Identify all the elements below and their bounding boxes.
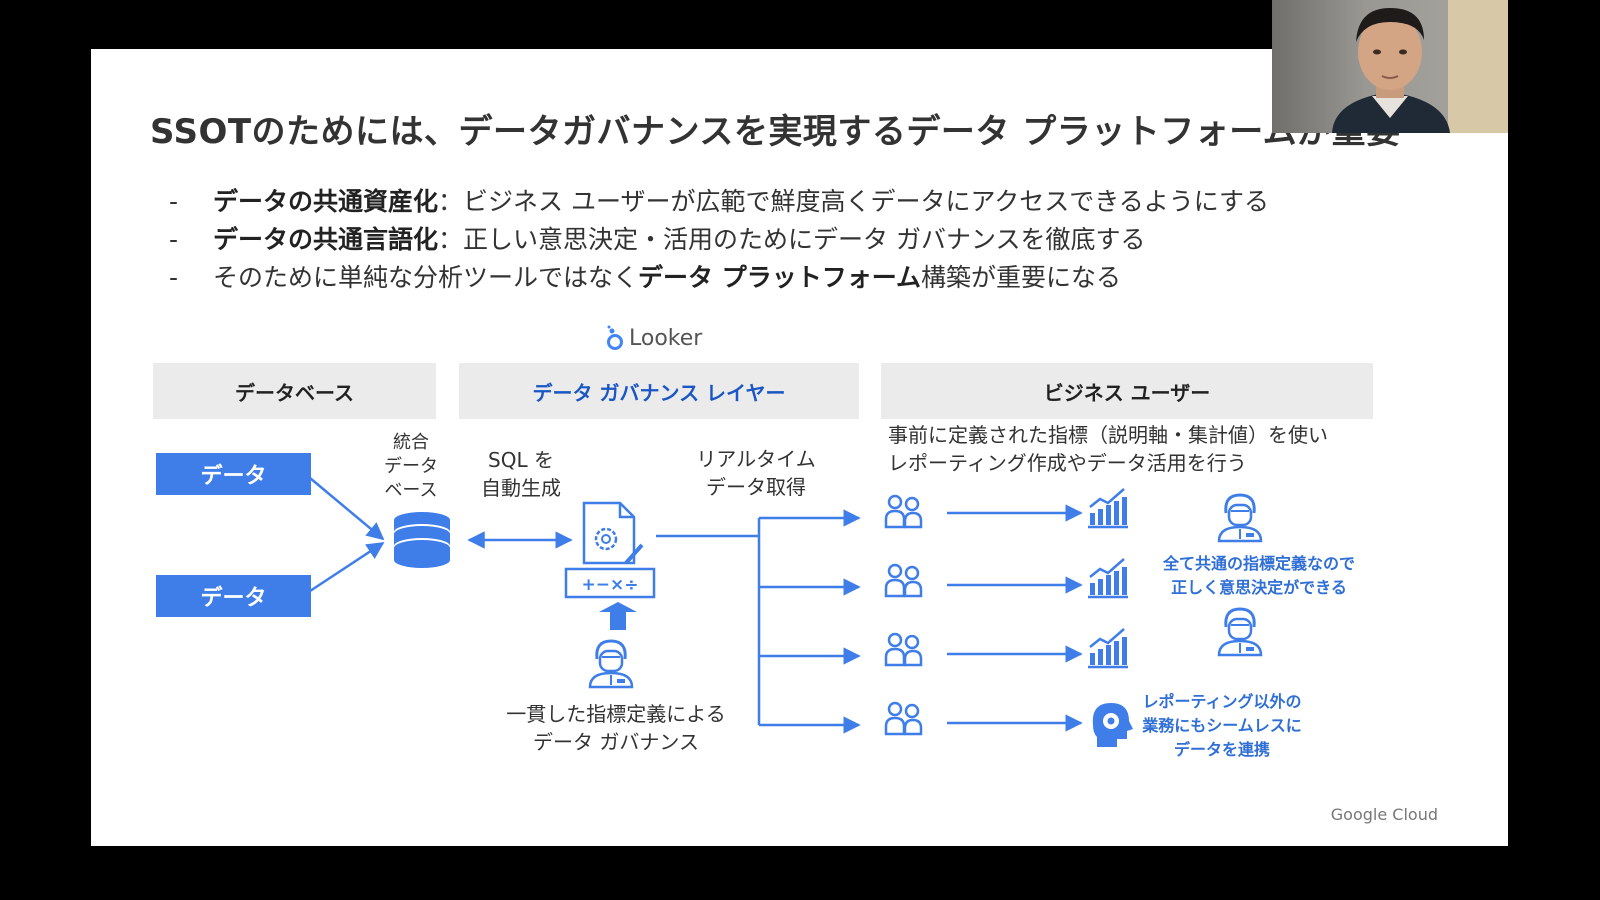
presentation-slide: SSOTのためには、データガバナンスを実現するデータ プラットフォームが重要 -… bbox=[91, 49, 1508, 846]
slide-title: SSOTのためには、データガバナンスを実現するデータ プラットフォームが重要 bbox=[150, 112, 1401, 152]
data-box: データ bbox=[156, 453, 311, 495]
data-box: データ bbox=[156, 575, 311, 617]
bullet-text: ：ビジネス ユーザーが広範で鮮度高くデータにアクセスできるようにする bbox=[438, 187, 1269, 216]
bullet-dash: - bbox=[169, 263, 179, 292]
label-line: SQL を bbox=[488, 448, 554, 472]
chart-icon bbox=[1086, 627, 1130, 669]
users-icon bbox=[884, 563, 923, 598]
label-line: ベース bbox=[384, 480, 438, 501]
document-gear-icon bbox=[582, 501, 644, 565]
looker-logo-text: Looker bbox=[629, 325, 703, 351]
person-icon bbox=[1217, 607, 1263, 657]
google-cloud-logo: Google Cloud bbox=[1330, 805, 1438, 824]
label-line: 一貫した指標定義による bbox=[506, 702, 726, 726]
chart-icon bbox=[1086, 557, 1130, 599]
governance-caption: 一貫した指標定義による データ ガバナンス bbox=[491, 700, 741, 756]
integrated-db-label: 統合 データ ベース bbox=[381, 431, 441, 503]
label-line: レポーティング作成やデータ活用を行う bbox=[888, 451, 1247, 475]
bullet-dash: - bbox=[169, 225, 179, 254]
bullet-text: ：正しい意思決定・活用のためにデータ ガバナンスを徹底する bbox=[438, 225, 1146, 254]
users-icon bbox=[884, 632, 923, 667]
label-line: 業務にもシームレスに bbox=[1142, 716, 1302, 735]
label-line: 正しく意思決定ができる bbox=[1171, 578, 1347, 597]
label-line: 事前に定義された指標（説明軸・集計値）を使い bbox=[888, 423, 1328, 447]
header-governance: データ ガバナンス レイヤー bbox=[459, 363, 859, 419]
chart-icon bbox=[1086, 487, 1130, 529]
realtime-label: リアルタイム データ取得 bbox=[681, 445, 831, 501]
flow-arrow bbox=[303, 472, 385, 541]
label-line: データ ガバナンス bbox=[533, 730, 699, 754]
bullet-text: 構築が重要になる bbox=[920, 263, 1121, 292]
bullet-text-pre: そのために単純な分析ツールではなく bbox=[213, 263, 639, 292]
label-line: 自動生成 bbox=[481, 476, 561, 500]
up-arrow-icon bbox=[599, 602, 637, 630]
label-line: 全て共通の指標定義なので bbox=[1162, 554, 1355, 573]
database-icon bbox=[394, 512, 450, 568]
label-line: データ bbox=[384, 456, 438, 477]
flow-arrow bbox=[303, 541, 385, 597]
looker-logo-icon bbox=[607, 325, 623, 350]
label-line: リアルタイム bbox=[696, 447, 816, 471]
integration-caption: レポーティング以外の 業務にもシームレスに データを連携 bbox=[1127, 690, 1317, 762]
label-line: レポーティング以外の bbox=[1142, 692, 1302, 711]
bullet-bold: データの共通言語化 bbox=[213, 225, 439, 254]
gear-head-icon bbox=[1092, 703, 1133, 747]
flow-diagram: +−×÷ bbox=[303, 472, 1263, 747]
svg-text:+−×÷: +−×÷ bbox=[582, 575, 639, 595]
bullet-list: - データの共通資産化：ビジネス ユーザーが広範で鮮度高くデータにアクセスできるよ… bbox=[169, 183, 1269, 297]
sql-label: SQL を 自動生成 bbox=[471, 446, 571, 502]
person-icon bbox=[1217, 493, 1263, 543]
label-line: データを連携 bbox=[1173, 740, 1270, 759]
webcam-video bbox=[1272, 0, 1508, 133]
bullet-item: - データの共通資産化：ビジネス ユーザーが広範で鮮度高くデータにアクセスできるよ… bbox=[169, 183, 1269, 221]
bullet-bold: データの共通資産化 bbox=[213, 187, 439, 216]
calculator-icon: +−×÷ bbox=[564, 567, 656, 599]
users-icon bbox=[884, 494, 923, 529]
presenter-video bbox=[1332, 8, 1450, 133]
person-icon bbox=[588, 639, 634, 689]
header-database: データベース bbox=[153, 363, 436, 419]
bullet-dash: - bbox=[169, 187, 179, 216]
users-icon bbox=[884, 701, 923, 736]
header-business: ビジネス ユーザー bbox=[881, 363, 1373, 419]
metric-caption: 全て共通の指標定義なので 正しく意思決定ができる bbox=[1149, 552, 1369, 600]
looker-logo: Looker bbox=[605, 325, 702, 351]
label-line: データ取得 bbox=[706, 475, 806, 499]
webcam-background bbox=[1448, 0, 1508, 133]
bullet-item: - そのために単純な分析ツールではなくデータ プラットフォーム構築が重要になる bbox=[169, 259, 1269, 297]
business-caption: 事前に定義された指標（説明軸・集計値）を使い レポーティング作成やデータ活用を行… bbox=[888, 421, 1328, 477]
label-line: 統合 bbox=[393, 432, 429, 453]
bullet-bold: データ プラットフォーム bbox=[638, 263, 921, 292]
bullet-item: - データの共通言語化：正しい意思決定・活用のためにデータ ガバナンスを徹底する bbox=[169, 221, 1269, 259]
